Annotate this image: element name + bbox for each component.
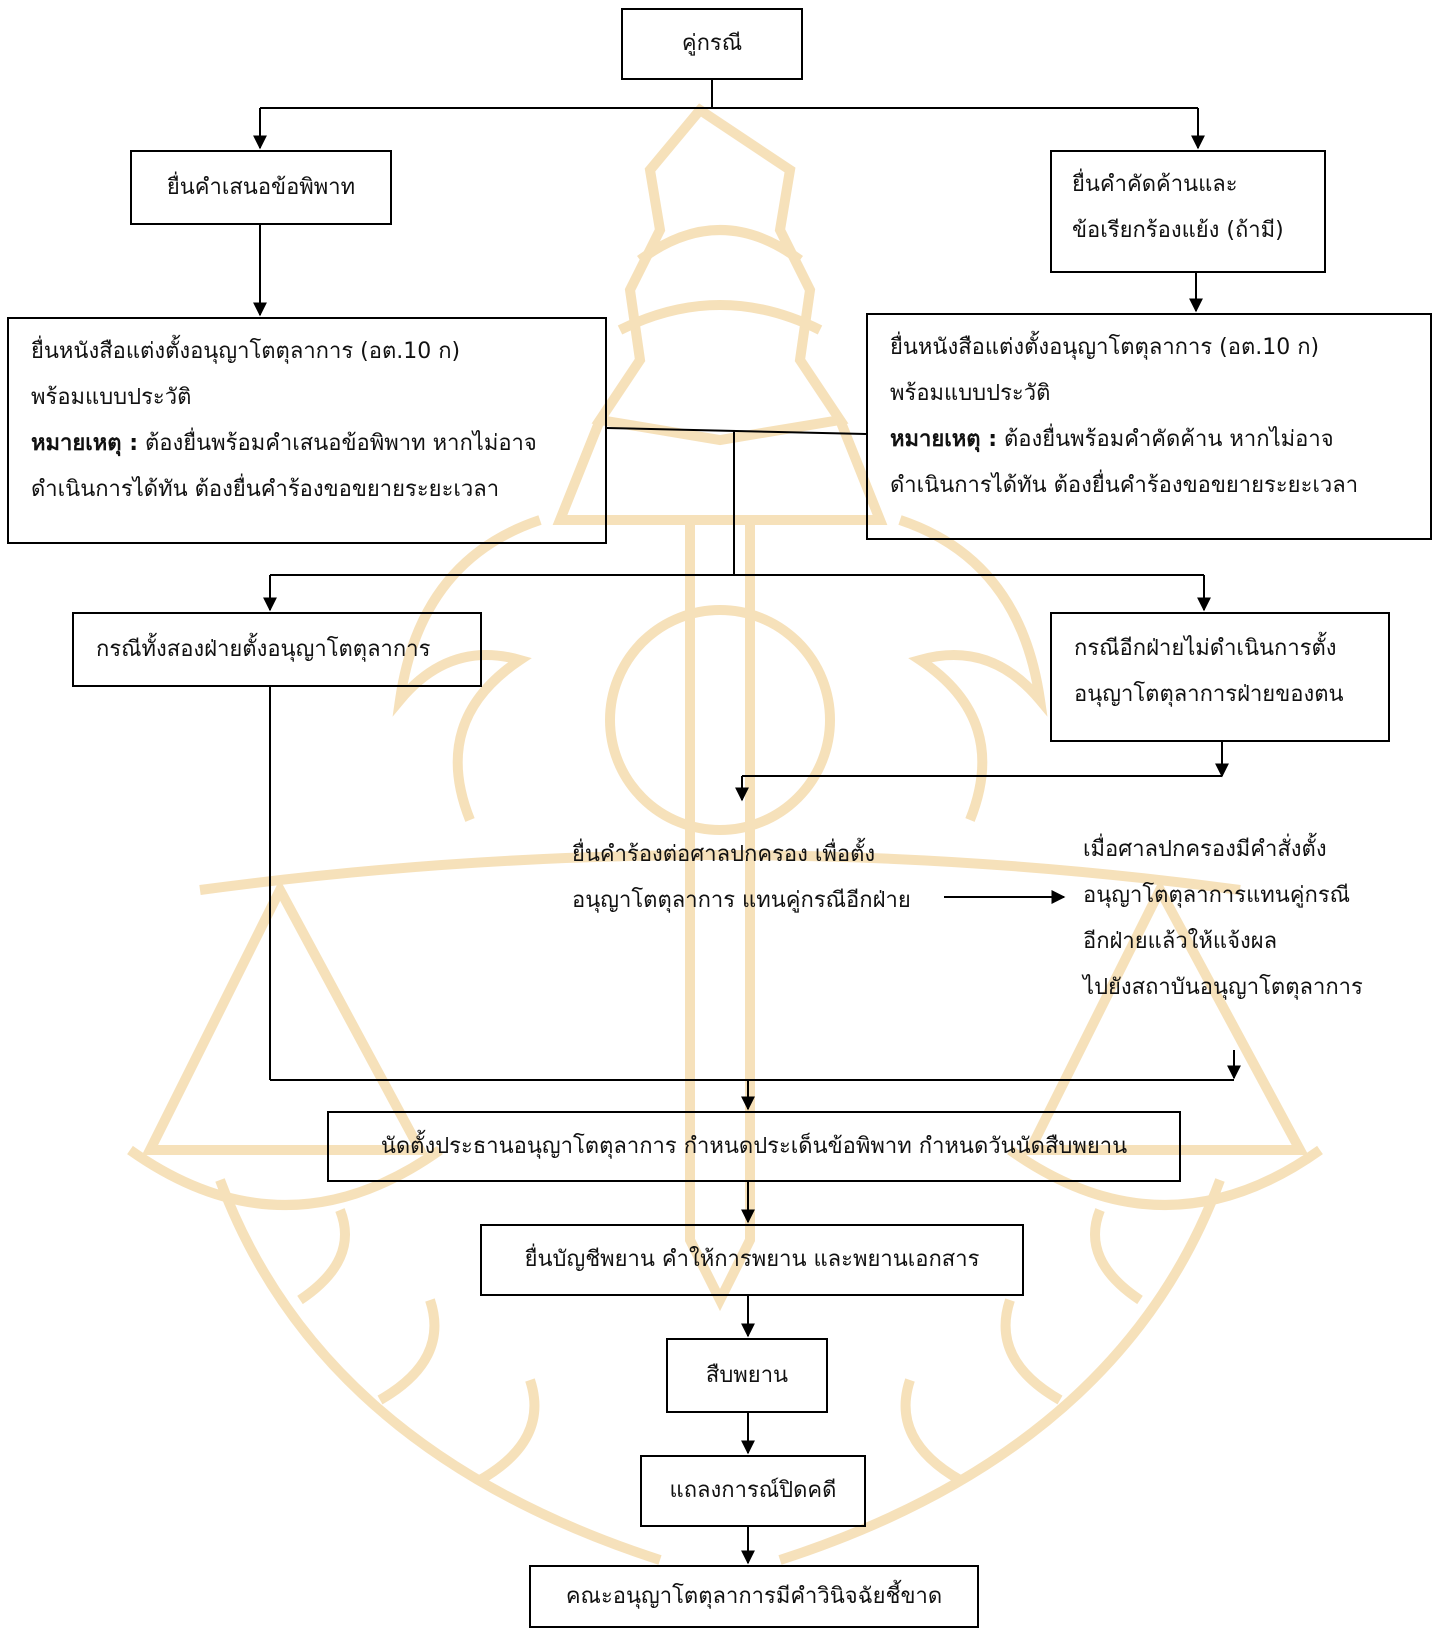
- other-not-appoint-line1: กรณีอีกฝ่ายไม่ดำเนินการตั้ง: [1074, 636, 1337, 661]
- note-text: ต้องยื่นพร้อมคำเสนอข้อพิพาท หากไม่อาจ: [138, 431, 537, 456]
- appoint-left-box: ยื่นหนังสือแต่งตั้งอนุญาโตตุลาการ (อต.10…: [7, 317, 607, 544]
- appoint-right-note: หมายเหตุ : ต้องยื่นพร้อมคำคัดค้าน หากไม่…: [890, 417, 1430, 463]
- court-order-line4: ไปยังสถาบันอนุญาโตตุลาการ: [1083, 975, 1363, 1000]
- other-not-appoint-line2: อนุญาโตตุลาการฝ่ายของตน: [1074, 682, 1344, 707]
- both-appoint-label: กรณีทั้งสองฝ่ายตั้งอนุญาโตตุลาการ: [96, 637, 431, 662]
- petition-court-line2: อนุญาโตตุลาการ แทนคู่กรณีอีกฝ่าย: [572, 888, 911, 913]
- appoint-right-line1: ยื่นหนังสือแต่งตั้งอนุญาโตตุลาการ (อต.10…: [890, 335, 1320, 360]
- court-order-line1: เมื่อศาลปกครองมีคำสั่งตั้ง: [1083, 837, 1327, 862]
- appoint-left-line4: ดำเนินการได้ทัน ต้องยื่นคำร้องขอขยายระยะ…: [31, 477, 500, 502]
- award-label: คณะอนุญาโตตุลาการมีคำวินิจฉัยชี้ขาด: [565, 1584, 943, 1609]
- closing-box: แถลงการณ์ปิดคดี: [640, 1455, 866, 1527]
- file-claim-label: ยื่นคำเสนอข้อพิพาท: [166, 175, 356, 200]
- witness-list-label: ยื่นบัญชีพยาน คำให้การพยาน และพยานเอกสาร: [524, 1247, 980, 1272]
- parties-label: คู่กรณี: [681, 31, 743, 56]
- both-appoint-box: กรณีทั้งสองฝ่ายตั้งอนุญาโตตุลาการ: [72, 612, 482, 687]
- file-objection-box: ยื่นคำคัดค้านและ ข้อเรียกร้องแย้ง (ถ้ามี…: [1050, 150, 1326, 273]
- note-text: ต้องยื่นพร้อมคำคัดค้าน หากไม่อาจ: [997, 427, 1334, 452]
- schedule-box: นัดตั้งประธานอนุญาโตตุลาการ กำหนดประเด็น…: [327, 1111, 1181, 1182]
- hearing-label: สืบพยาน: [705, 1363, 789, 1388]
- file-objection-line1: ยื่นคำคัดค้านและ: [1072, 172, 1238, 197]
- note-label: หมายเหตุ :: [31, 431, 139, 456]
- note-label: หมายเหตุ :: [890, 427, 998, 452]
- court-order-line2: อนุญาโตตุลาการแทนคู่กรณี: [1083, 883, 1351, 908]
- file-claim-box: ยื่นคำเสนอข้อพิพาท: [130, 150, 392, 225]
- parties-box: คู่กรณี: [621, 8, 803, 80]
- petition-court-line1: ยื่นคำร้องต่อศาลปกครอง เพื่อตั้ง: [572, 842, 876, 867]
- other-not-appoint-box: กรณีอีกฝ่ายไม่ดำเนินการตั้ง อนุญาโตตุลาก…: [1050, 612, 1390, 742]
- petition-court-text: ยื่นคำร้องต่อศาลปกครอง เพื่อตั้ง อนุญาโต…: [572, 832, 911, 924]
- witness-list-box: ยื่นบัญชีพยาน คำให้การพยาน และพยานเอกสาร: [480, 1224, 1024, 1296]
- appoint-left-line2: พร้อมแบบประวัติ: [31, 385, 192, 410]
- appoint-left-line1: ยื่นหนังสือแต่งตั้งอนุญาโตตุลาการ (อต.10…: [31, 339, 461, 364]
- appoint-left-note: หมายเหตุ : ต้องยื่นพร้อมคำเสนอข้อพิพาท ห…: [31, 421, 605, 467]
- appoint-right-box: ยื่นหนังสือแต่งตั้งอนุญาโตตุลาการ (อต.10…: [866, 313, 1432, 540]
- award-box: คณะอนุญาโตตุลาการมีคำวินิจฉัยชี้ขาด: [529, 1565, 979, 1628]
- file-objection-line2: ข้อเรียกร้องแย้ง (ถ้ามี): [1072, 218, 1284, 243]
- closing-label: แถลงการณ์ปิดคดี: [669, 1478, 837, 1503]
- court-order-text: เมื่อศาลปกครองมีคำสั่งตั้ง อนุญาโตตุลากา…: [1083, 827, 1363, 1011]
- court-order-line3: อีกฝ่ายแล้วให้แจ้งผล: [1083, 929, 1278, 954]
- appoint-right-line2: พร้อมแบบประวัติ: [890, 381, 1051, 406]
- hearing-box: สืบพยาน: [666, 1338, 828, 1413]
- appoint-right-line4: ดำเนินการได้ทัน ต้องยื่นคำร้องขอขยายระยะ…: [890, 473, 1359, 498]
- schedule-label: นัดตั้งประธานอนุญาโตตุลาการ กำหนดประเด็น…: [380, 1134, 1128, 1159]
